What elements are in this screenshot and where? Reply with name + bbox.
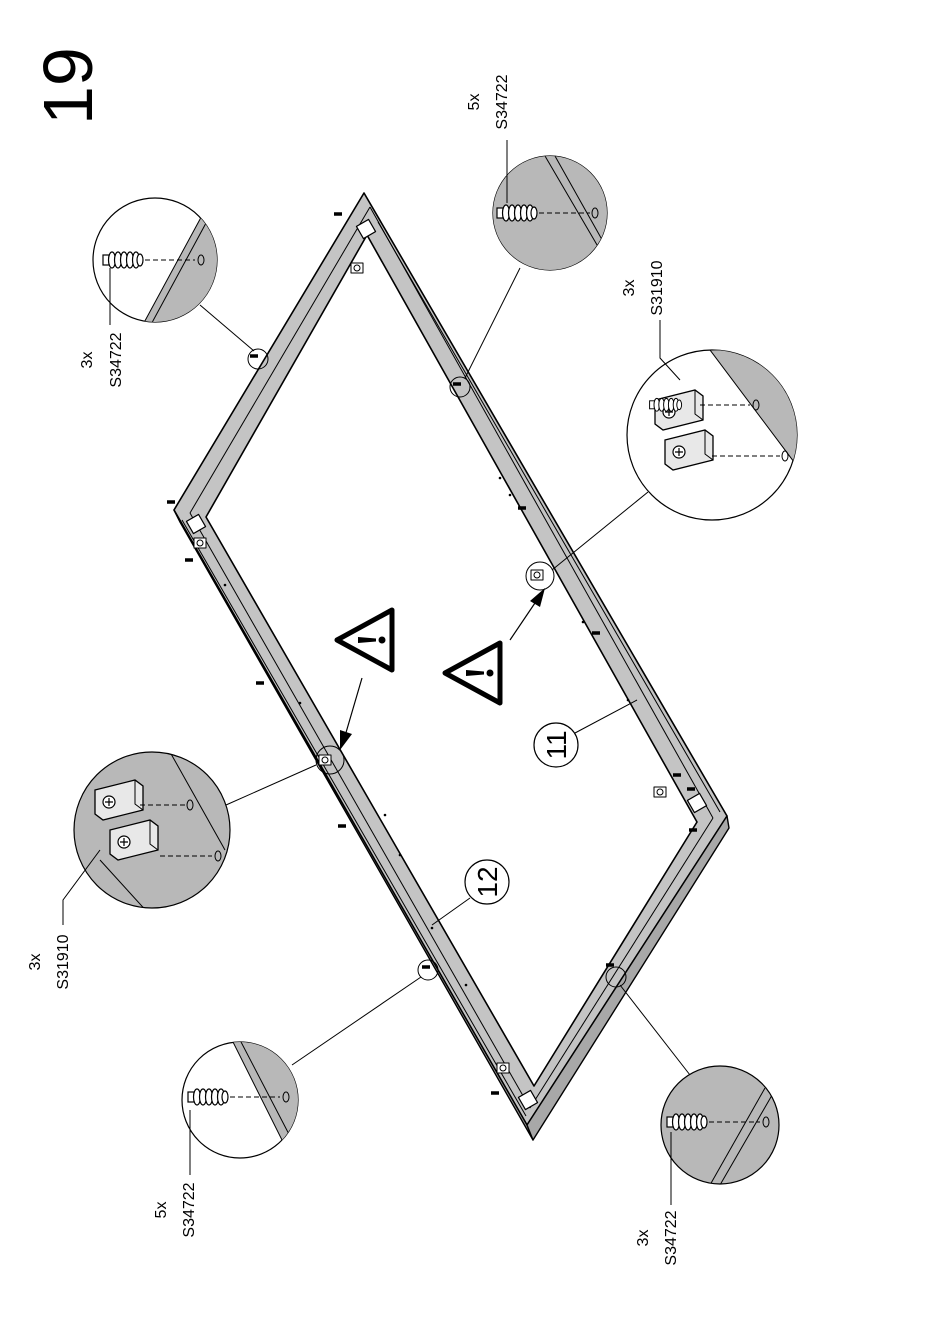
detail-dowel-top-right	[480, 140, 620, 280]
callout-qty-right-bracket: 3x	[621, 280, 638, 297]
callout-qty-bottom-right: 3x	[635, 1230, 652, 1247]
callout-code-bottom-left: S34722	[181, 1182, 198, 1237]
part-number-12: 12	[472, 866, 503, 897]
callout-code-left-bracket: S31910	[55, 934, 72, 989]
callout-qty-left-bracket: 3x	[27, 954, 44, 971]
callout-qty-top-right: 5x	[466, 94, 483, 111]
detail-bracket-right	[627, 350, 800, 520]
detail-dowel-bottom-left	[182, 1040, 300, 1160]
callout-code-right-bracket: S31910	[649, 260, 666, 315]
step-number: 19	[29, 47, 107, 125]
callout-code-bottom-right: S34722	[663, 1210, 680, 1265]
callout-qty-bottom-left: 5x	[153, 1202, 170, 1219]
detail-dowel-bottom-right	[661, 1066, 779, 1185]
callout-code-top-left: S34722	[108, 332, 125, 387]
callout-qty-top-left: 3x	[79, 352, 96, 369]
frame-assembly	[167, 193, 729, 1140]
callout-code-top-right: S34722	[494, 74, 511, 129]
detail-bracket-left	[74, 752, 230, 915]
part-number-11: 11	[541, 730, 572, 759]
detail-dowel-top-left	[93, 198, 240, 330]
